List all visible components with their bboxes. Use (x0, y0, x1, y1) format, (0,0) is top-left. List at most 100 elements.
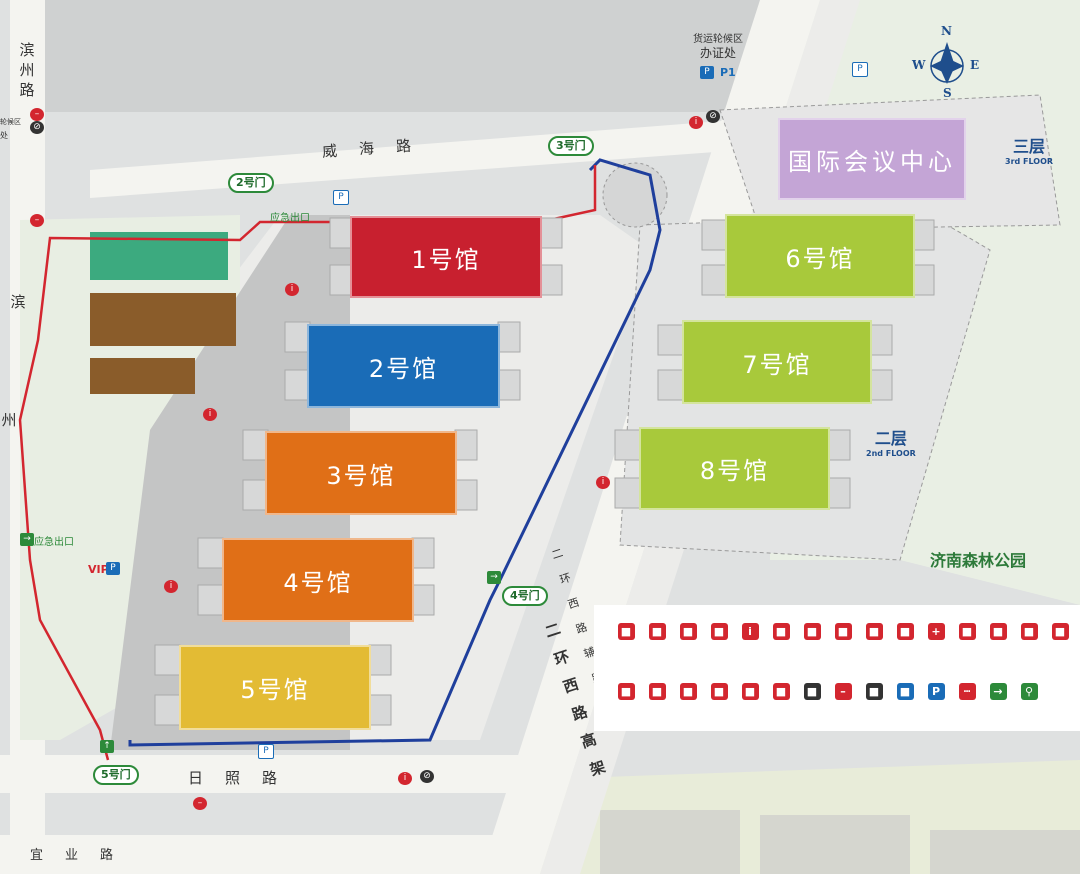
third-floor-label: 三层 3rd FLOOR (1005, 137, 1054, 166)
info-icon: i (285, 283, 299, 296)
info-icon: i (596, 476, 610, 489)
hall-1[interactable]: 1号馆 (350, 216, 542, 298)
legend-swatch: ■ (834, 623, 852, 640)
legend-swatch: ■ (710, 683, 728, 700)
blue-route (128, 158, 662, 747)
info-icon: i (203, 408, 217, 421)
legend-swatch: ■ (772, 623, 790, 640)
p1-parking-label: P1 (720, 66, 736, 79)
compass-n: N (941, 24, 952, 38)
info-icon: i (689, 116, 703, 129)
west-garden (20, 215, 240, 740)
legend-swatch: – (834, 683, 852, 700)
hall-3[interactable]: 3号馆 (265, 431, 457, 515)
legend-swatch: ■ (741, 683, 759, 700)
no-car-icon: ■ (854, 683, 894, 700)
legend-swatch: P (927, 683, 945, 700)
legend-swatch: ■ (617, 683, 635, 700)
ticket-icon: ■ (606, 623, 646, 640)
vip-label: VIP (88, 563, 109, 576)
cargo-office-label-2: 办证处 (700, 46, 737, 60)
legend-swatch: ■ (958, 623, 976, 640)
compass-w: W (912, 58, 926, 72)
exit-icon: ↑ (100, 740, 114, 753)
parking-icon: P (258, 744, 274, 759)
legend-swatch: ■ (679, 683, 697, 700)
compass-s: S (943, 86, 952, 100)
legend-swatch: → (989, 683, 1007, 700)
restroom-icon: ■ (637, 683, 677, 700)
no-entry-icon: – (193, 797, 207, 810)
no-entry-icon: – (30, 214, 44, 227)
block-north (45, 0, 790, 112)
international-conference-center[interactable]: 国际会议中心 (778, 118, 966, 200)
shuttle-icon: ■ (792, 623, 832, 640)
road-zhou-partial: 州 (1, 411, 17, 429)
badge-icon: ■ (637, 623, 677, 640)
compass-e: E (970, 58, 980, 72)
gate-2[interactable]: 2号门 (228, 173, 274, 193)
legend-swatch: ■ (803, 623, 821, 640)
legend-swatch: ⚲ (1020, 683, 1038, 700)
bike-icon: ⚲ (1009, 683, 1049, 700)
legend-swatch: ■ (1020, 623, 1038, 640)
parking-icon: P (106, 562, 120, 575)
legend-swatch: ■ (617, 623, 635, 640)
gate-5[interactable]: 5号门 (93, 765, 139, 785)
gate-3[interactable]: 3号门 (548, 136, 594, 156)
legend-swatch: ■ (648, 683, 666, 700)
legend-swatch: ■ (865, 683, 883, 700)
info-icon: i (164, 580, 178, 593)
exit-icon: → (20, 533, 34, 546)
info-icon: i (730, 623, 770, 640)
breastfeeding-icon: ■ (668, 683, 708, 700)
luggage-icon: ■ (668, 623, 708, 640)
legend-swatch: i (741, 623, 759, 640)
exit-icon: → (487, 571, 501, 584)
legend-swatch: ┅ (958, 683, 976, 700)
legend-swatch: ■ (710, 623, 728, 640)
parking-icon: P (916, 683, 956, 700)
compass-rose (930, 42, 964, 84)
jinan-forest-park-label: 济南森林公园 (930, 551, 1027, 570)
legend-swatch: ■ (772, 683, 790, 700)
road-yiye: 宜业路 (30, 848, 136, 863)
ems-icon: ■ (792, 683, 832, 700)
wheelchair-icon: ■ (699, 683, 739, 700)
legend-swatch: + (927, 623, 945, 640)
hall-8[interactable]: 8号馆 (639, 427, 830, 510)
legend-swatch: ■ (865, 623, 883, 640)
no-entry-icon: – (823, 683, 863, 700)
yiye-road (0, 835, 500, 874)
hall-5[interactable]: 5号馆 (179, 645, 371, 730)
legend-swatch: ■ (679, 623, 697, 640)
road-bin-partial: 滨 (10, 293, 26, 311)
second-floor-label: 二层 2nd FLOOR (866, 429, 916, 458)
registration-icon: ■ (699, 623, 739, 640)
hall-2[interactable]: 2号馆 (307, 324, 500, 408)
emergency-exit-top: 应急出口 (270, 213, 310, 224)
parking-icon: P (333, 190, 349, 205)
hall-4[interactable]: 4号馆 (222, 538, 414, 622)
map-legend: ■■■■i■■■■■+■■■■■■■■■■■–■■P┅→⚲ (594, 605, 1080, 731)
road-rizhao: 日照路 (188, 769, 300, 787)
legend-swatch: ■ (648, 623, 666, 640)
hall-6[interactable]: 6号馆 (725, 214, 915, 298)
hall-7[interactable]: 7号馆 (682, 320, 872, 404)
restaurant-icon: ■ (854, 623, 894, 640)
legend-swatch: ■ (989, 623, 1007, 640)
parking-lot-brown-2 (90, 358, 195, 394)
tunnel-icon: ■ (885, 683, 925, 700)
side-small-label-2: 处 (0, 131, 8, 140)
gate-4[interactable]: 4号门 (502, 586, 548, 606)
first-aid-icon: + (916, 623, 956, 640)
no-car-icon: ⊘ (30, 121, 44, 134)
legend-swatch: ■ (803, 683, 821, 700)
no-car-icon: ⊘ (420, 770, 434, 783)
parking-icon: P (700, 66, 714, 79)
parking-lot-brown-1 (90, 293, 236, 346)
road-binzhou: 滨州路 (19, 41, 35, 99)
side-small-label-1: 轮候区 (0, 118, 21, 126)
taxi-icon: ■ (823, 623, 863, 640)
